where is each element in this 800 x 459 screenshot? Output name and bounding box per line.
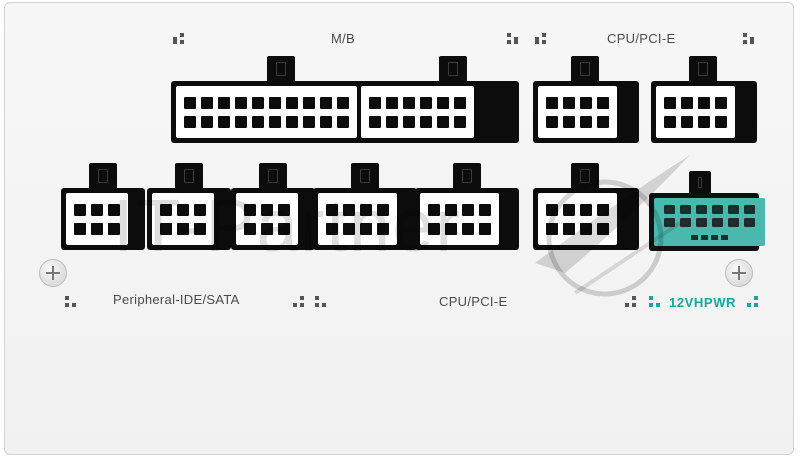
cpu-pcie-connector[interactable] [651,56,757,143]
screw-icon [725,259,753,287]
cpu-pcie-pin-block [538,86,617,138]
peripheral-connector[interactable] [147,163,231,250]
cpu-pcie-top-label: CPU/PCI-E [607,31,676,46]
12vhpwr-sense-pins [664,234,755,240]
screw-icon [39,259,67,287]
group-mark-icon [625,296,636,307]
cpu-pcie-connector[interactable] [533,56,639,143]
connector-latch [351,163,379,189]
group-mark-icon [743,33,754,44]
connector-latch [571,163,599,189]
group-mark-icon [535,33,546,44]
group-mark-accent-icon [649,296,660,307]
peripheral-label: Peripheral-IDE/SATA [113,292,240,307]
connector-latch [689,171,711,194]
connector-latch [689,56,717,82]
12vhpwr-connector[interactable] [649,171,765,251]
connector-latch [89,163,117,189]
peripheral-connector[interactable] [61,163,145,250]
mb-pin-block-aux [361,86,474,138]
12vhpwr-pin-block [654,198,765,246]
group-mark-icon [173,33,184,44]
connector-latch [267,56,295,82]
peripheral-pin-block [152,193,214,245]
12vhpwr-label: 12VHPWR [669,295,737,310]
cpu-pcie-connector[interactable] [533,163,639,250]
psu-modular-panel: M/B CPU/PCI-E Peripheral-IDE/SATA CPU/PC… [4,2,794,455]
group-mark-accent-icon [747,296,758,307]
group-mark-icon [315,296,326,307]
connector-latch [453,163,481,189]
group-mark-icon [65,296,76,307]
cpu-pcie-bottom-label: CPU/PCI-E [439,294,508,309]
connector-latch [439,56,467,82]
cpu-pcie-connector[interactable] [415,163,519,250]
cpu-pcie-pin-block [420,193,499,245]
connector-latch [571,56,599,82]
group-mark-icon [507,33,518,44]
mb-connector[interactable] [171,56,519,143]
mb-pin-block-main [176,86,357,138]
peripheral-pin-block [66,193,128,245]
cpu-pcie-pin-block [538,193,617,245]
peripheral-pin-block [236,193,298,245]
connector-latch [175,163,203,189]
cpu-pcie-pin-block [656,86,735,138]
mb-label: M/B [331,31,356,46]
connector-latch [259,163,287,189]
cpu-pcie-connector[interactable] [313,163,417,250]
peripheral-connector[interactable] [231,163,315,250]
group-mark-icon [293,296,304,307]
cpu-pcie-pin-block [318,193,397,245]
